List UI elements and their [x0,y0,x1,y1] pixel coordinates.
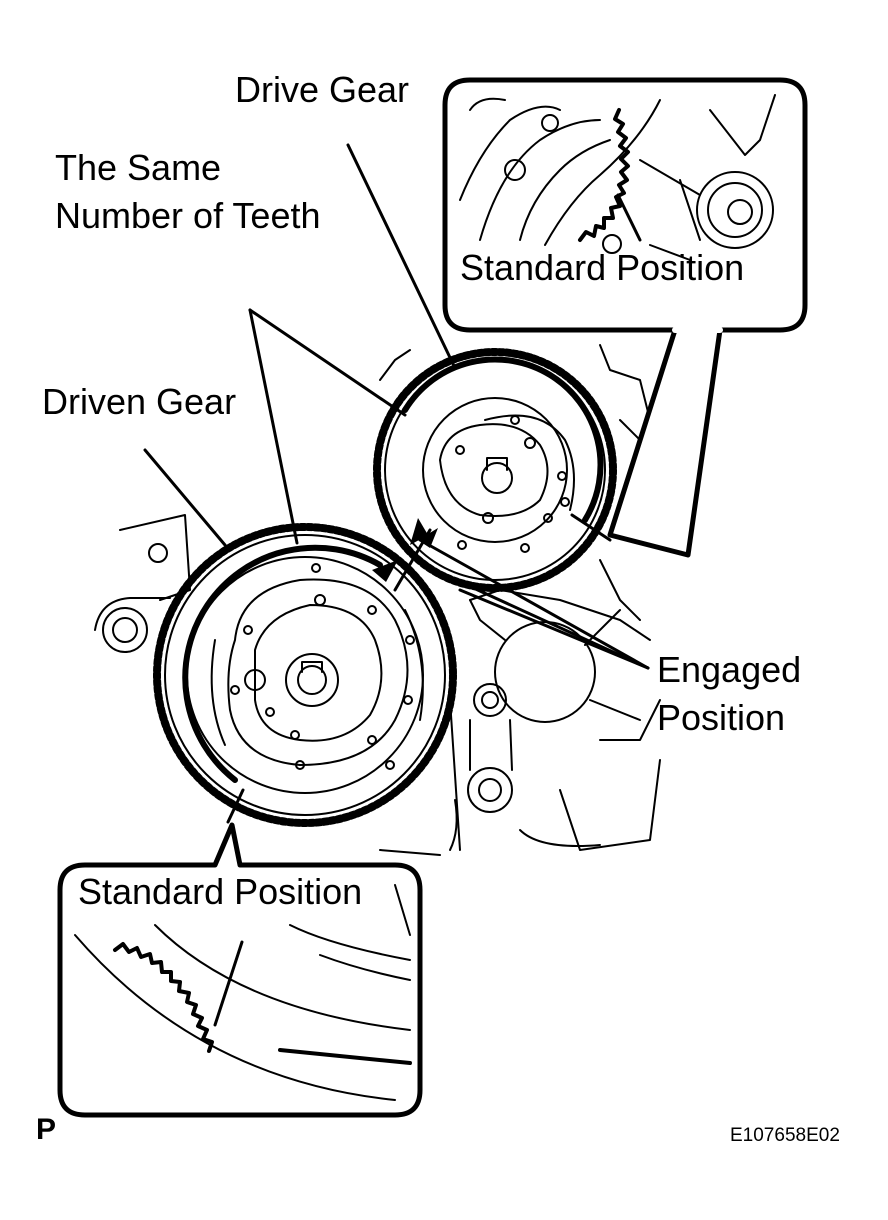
label-engaged-line2: Position [657,697,786,738]
figure-code: E107658E02 [730,1125,840,1146]
leader-lines [143,143,650,824]
label-driven-gear: Driven Gear [42,381,237,422]
engine-housing [94,344,671,856]
label-drive-gear: Drive Gear [235,69,410,110]
label-same-teeth-line1: The Same [55,147,222,188]
callout-box-top [442,77,808,558]
label-engaged-line1: Engaged [657,649,802,690]
drive-gear [373,348,617,592]
callout-box-bottom [57,822,423,1118]
label-standard-position-top: Standard Position [460,247,745,288]
corner-letter: P [36,1113,57,1146]
engaged-arrows [372,518,438,582]
driven-gear [153,523,457,827]
label-same-teeth-line2: Number of Teeth [55,195,321,236]
label-standard-position-bottom: Standard Position [78,871,363,912]
